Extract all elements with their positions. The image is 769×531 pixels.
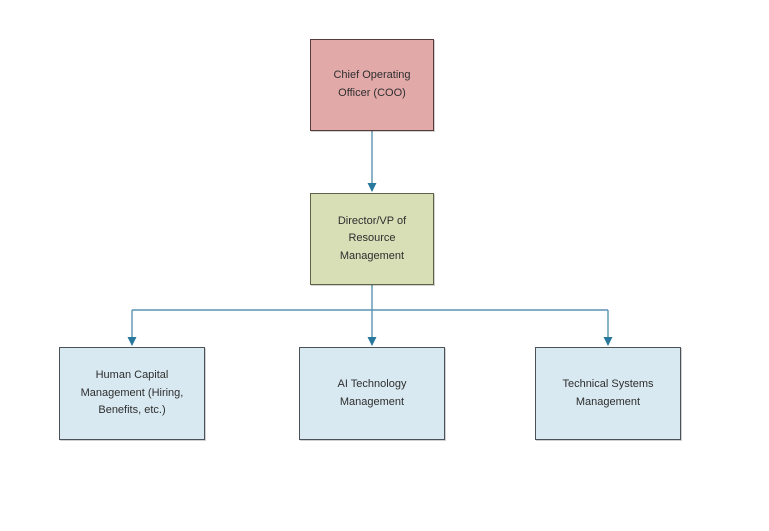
org-node-label: Chief Operating Officer (COO)	[333, 69, 411, 99]
org-node-coo: Chief Operating Officer (COO)	[310, 39, 434, 131]
org-node-label: AI Technology Management	[337, 377, 407, 408]
org-node-human-capital: Human Capital Management (Hiring, Benefi…	[59, 347, 205, 440]
org-node-technical-systems: Technical Systems Management	[535, 347, 681, 440]
org-node-label: Human Capital Management (Hiring, Benefi…	[80, 369, 184, 417]
org-node-label: Technical Systems Management	[562, 377, 654, 408]
org-node-ai-technology: AI Technology Management	[299, 347, 445, 440]
org-node-label: Director/VP of Resource Management	[337, 214, 407, 262]
org-node-director: Director/VP of Resource Management	[310, 193, 434, 285]
